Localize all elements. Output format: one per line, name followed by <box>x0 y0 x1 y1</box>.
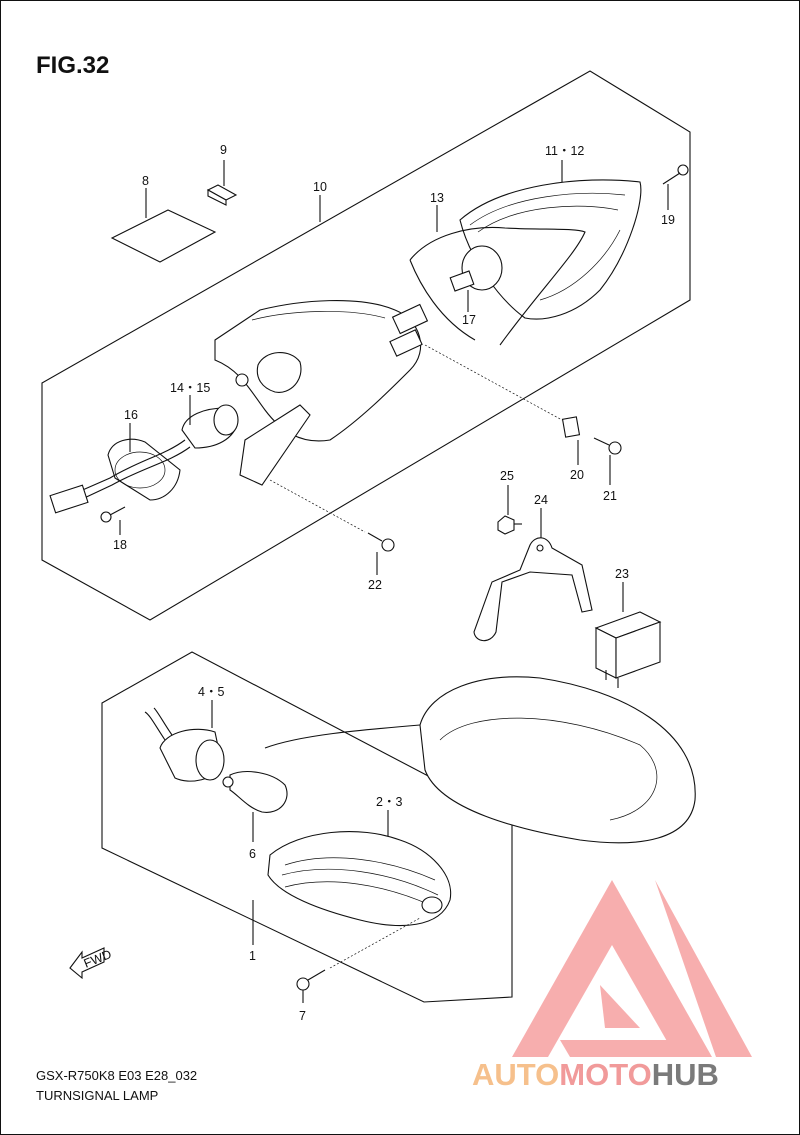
watermark-moto: MOTO <box>559 1057 651 1092</box>
socket-4-5-part <box>144 700 225 782</box>
callout-7: 7 <box>299 1009 306 1023</box>
model-code: GSX-R750K8 E03 E28_032 <box>36 1068 197 1083</box>
screw-7-part <box>296 917 421 1003</box>
rear-lens-part <box>459 160 642 320</box>
lower-assembly-frame <box>101 651 513 1003</box>
callout-14-15: 14・15 <box>170 381 210 395</box>
figure-caption: TURNSIGNAL LAMP <box>36 1088 158 1103</box>
callout-2-3: 2・3 <box>376 795 402 809</box>
callout-21: 21 <box>603 489 617 503</box>
figure-title: FIG.32 <box>36 52 109 79</box>
callout-23: 23 <box>615 567 629 581</box>
bulb-6-part <box>222 771 288 842</box>
upper-assembly-frame <box>41 70 691 621</box>
bulb-part <box>449 245 503 312</box>
callout-19: 19 <box>661 213 675 227</box>
bolt-25-part <box>497 485 522 535</box>
socket-harness-part <box>49 395 239 514</box>
callout-16: 16 <box>124 408 138 422</box>
watermark-text: AUTOMOTOHUB <box>472 1057 719 1092</box>
bracket-24-part <box>473 508 593 642</box>
callout-22: 22 <box>368 578 382 592</box>
label-pad-part <box>110 188 217 263</box>
small-block-part <box>206 160 238 206</box>
reflector-part <box>409 205 586 346</box>
callout-18: 18 <box>113 538 127 552</box>
watermark-auto: AUTO <box>472 1057 559 1092</box>
callout-10: 10 <box>313 180 327 194</box>
screw-21-part <box>593 437 622 485</box>
watermark-hub: HUB <box>652 1057 719 1092</box>
callout-17: 17 <box>462 313 476 327</box>
mirror-housing <box>264 676 696 844</box>
lamp-housing-part <box>214 195 429 486</box>
fwd-arrow-icon: FWD <box>69 947 114 980</box>
fwd-label: FWD <box>82 947 114 971</box>
callout-11-12: 11・12 <box>545 144 584 158</box>
callout-6: 6 <box>249 847 256 861</box>
callout-25: 25 <box>500 469 514 483</box>
callout-4-5: 4・5 <box>198 685 224 699</box>
callout-8: 8 <box>142 174 149 188</box>
front-lens-part <box>267 810 452 927</box>
relay-23-part <box>594 582 662 688</box>
clip-nut-20-part <box>424 344 581 465</box>
watermark-logo <box>512 880 752 1057</box>
callout-9: 9 <box>220 143 227 157</box>
callout-1: 1 <box>249 949 256 963</box>
screw-19-part <box>662 164 689 210</box>
callout-20: 20 <box>570 468 584 482</box>
screw-22-part <box>269 479 395 575</box>
callout-24: 24 <box>534 493 548 507</box>
screw-18-part <box>100 506 126 535</box>
callout-13: 13 <box>430 191 444 205</box>
